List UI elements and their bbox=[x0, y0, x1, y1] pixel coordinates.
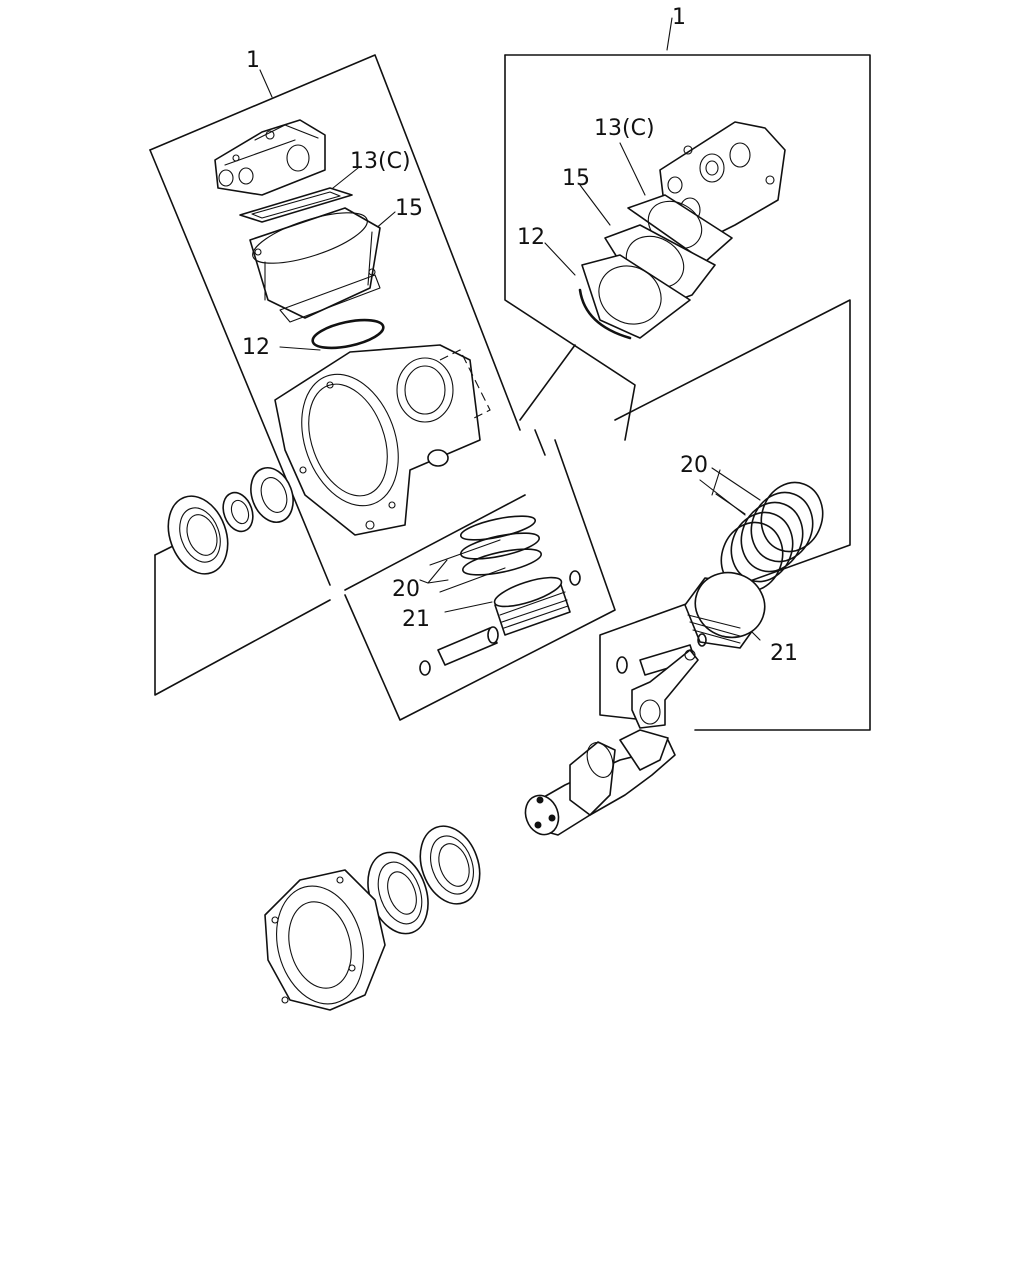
left-head-gasket bbox=[239, 187, 353, 223]
left-assembly-frame bbox=[149, 54, 616, 721]
left-piston-rings bbox=[459, 515, 542, 576]
left-rings-callout: 20 bbox=[392, 577, 420, 602]
left-crankcase bbox=[274, 344, 491, 536]
crankshaft bbox=[524, 729, 676, 836]
left-oring-callout: 12 bbox=[242, 335, 270, 360]
left-cylinder-block bbox=[249, 207, 381, 323]
left-oring bbox=[311, 318, 385, 350]
right-piston-callout: 21 bbox=[770, 641, 798, 666]
right-cylinder-block bbox=[581, 224, 716, 339]
left-head-callout: 13(C) bbox=[350, 149, 411, 174]
right-head-callout: 13(C) bbox=[594, 116, 655, 141]
right-rings-callout: 20 bbox=[680, 453, 708, 478]
front-cover-flange bbox=[264, 869, 386, 1011]
right-gasket-callout: 15 bbox=[562, 166, 590, 191]
small-ring bbox=[222, 491, 254, 533]
left-gasket-callout: 15 bbox=[395, 196, 423, 221]
right-assembly-callout: 1 bbox=[672, 5, 686, 30]
large-bearing bbox=[167, 495, 229, 575]
left-cylinder-head bbox=[214, 119, 326, 196]
left-assembly-callout: 1 bbox=[246, 48, 260, 73]
main-bearing bbox=[419, 825, 481, 905]
front-bearing bbox=[367, 851, 429, 935]
right-oring bbox=[578, 288, 632, 340]
left-piston-pin bbox=[419, 570, 581, 676]
oil-seal bbox=[250, 467, 294, 523]
right-oring-callout: 12 bbox=[517, 225, 545, 250]
right-piston bbox=[684, 571, 766, 649]
connecting-rod bbox=[631, 649, 699, 729]
left-piston bbox=[493, 576, 571, 636]
left-piston-callout: 21 bbox=[402, 607, 430, 632]
